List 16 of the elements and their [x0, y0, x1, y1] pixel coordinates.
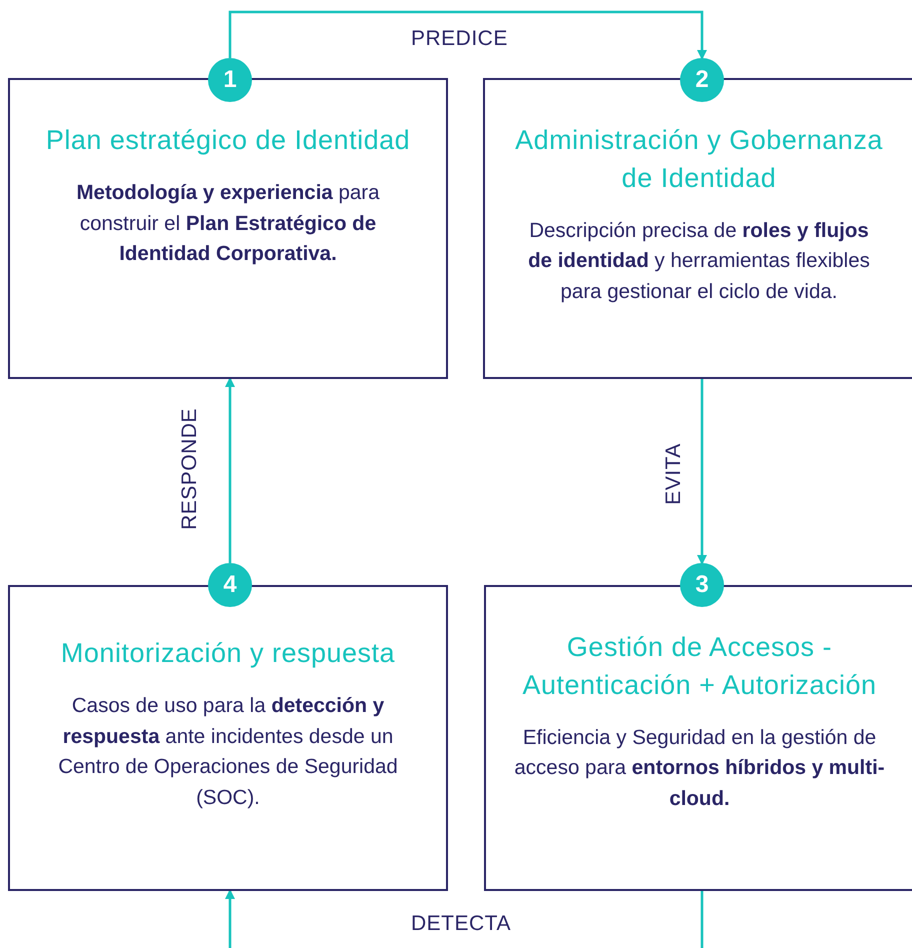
card-title: Monitorización y respuesta: [60, 637, 396, 670]
card-title: Gestión de Accesos - Autenticación + Autorización: [522, 631, 878, 702]
arrow: [225, 377, 235, 563]
arrow: [697, 379, 707, 565]
card-title: Administración y Gobernanza de Identidad: [514, 124, 884, 195]
number-badge: 2: [680, 58, 724, 102]
arrow: [228, 10, 707, 60]
number-badge: 4: [208, 563, 252, 607]
arrow: [225, 889, 704, 948]
card-description: Casos de uso para la detección y respuesta ante incidentes desde un Centro de Operaciones de Seguridad (SOC).: [57, 692, 399, 812]
card-title: Plan estratégico de Identidad: [44, 124, 412, 157]
number-badge: 3: [680, 563, 724, 607]
card-description: Descripción precisa de roles y flujos de identidad y herramientas flexibles para gestionar el ciclo de vida.: [527, 218, 871, 306]
card-description: Metodología y experiencia para construir el Plan Estratégico de Identidad Corporativa.: [75, 180, 381, 268]
card-description: Eficiencia y Seguridad en la gestión de acceso para entornos híbridos y multi-cloud.: [513, 724, 886, 812]
number-badge: 1: [208, 58, 252, 102]
